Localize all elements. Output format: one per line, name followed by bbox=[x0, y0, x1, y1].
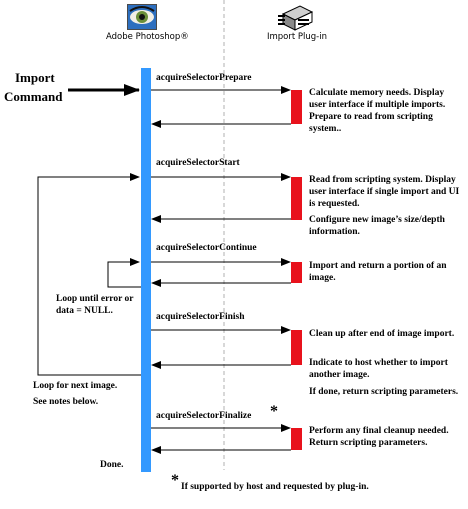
note-prepare: Calculate memory needs. Display user int… bbox=[309, 88, 446, 134]
command-label: Command bbox=[4, 89, 63, 104]
call-label-start: acquireSelectorStart bbox=[156, 158, 240, 168]
call-label-finish: acquireSelectorFinish bbox=[156, 312, 245, 322]
note-start-2: Configure new image’s size/depth informa… bbox=[309, 215, 445, 237]
call-label-continue: acquireSelectorContinue bbox=[156, 243, 257, 253]
done-label: Done. bbox=[100, 460, 124, 470]
outer-loop-label-1: Loop for next image. bbox=[33, 381, 118, 391]
note-finish-3: If done, return scripting parameters. bbox=[309, 387, 459, 397]
inner-loop-arrow bbox=[107, 258, 141, 288]
plugin-box-start bbox=[291, 177, 302, 220]
note-finish-2: Indicate to host whether to import anoth… bbox=[309, 358, 448, 380]
footnote-marker: * bbox=[171, 472, 179, 489]
note-start-1: Read from scripting system. Display user… bbox=[309, 175, 460, 209]
plugin-box-finish bbox=[291, 330, 302, 365]
plugin-box-continue bbox=[291, 262, 302, 283]
call-label-prepare: acquireSelectorPrepare bbox=[156, 73, 252, 83]
outer-loop-arrow bbox=[37, 173, 141, 376]
import-label: Import bbox=[15, 70, 55, 85]
note-continue: Import and return a portion of an image. bbox=[309, 261, 447, 283]
photoshop-logo-icon bbox=[127, 4, 157, 30]
note-finish-1: Clean up after end of image import. bbox=[309, 329, 455, 339]
note-finalize: Perform any final cleanup needed. Return… bbox=[309, 426, 449, 448]
plugin-box-prepare bbox=[291, 90, 302, 124]
outer-loop-label-2: See notes below. bbox=[33, 397, 99, 407]
host-lane-label: Adobe Photoshop® bbox=[106, 32, 189, 42]
plugin-icon bbox=[278, 5, 314, 31]
plugin-lane-label: Import Plug-in bbox=[267, 32, 327, 42]
footnote-text: If supported by host and requested by pl… bbox=[181, 482, 369, 492]
host-activation-bar bbox=[141, 68, 151, 472]
inner-loop-label: Loop until error or data = NULL. bbox=[56, 294, 134, 316]
plugin-box-finalize bbox=[291, 428, 302, 450]
call-label-finalize: acquireSelectorFinalize bbox=[156, 411, 252, 421]
finalize-footnote-marker: * bbox=[270, 403, 278, 420]
